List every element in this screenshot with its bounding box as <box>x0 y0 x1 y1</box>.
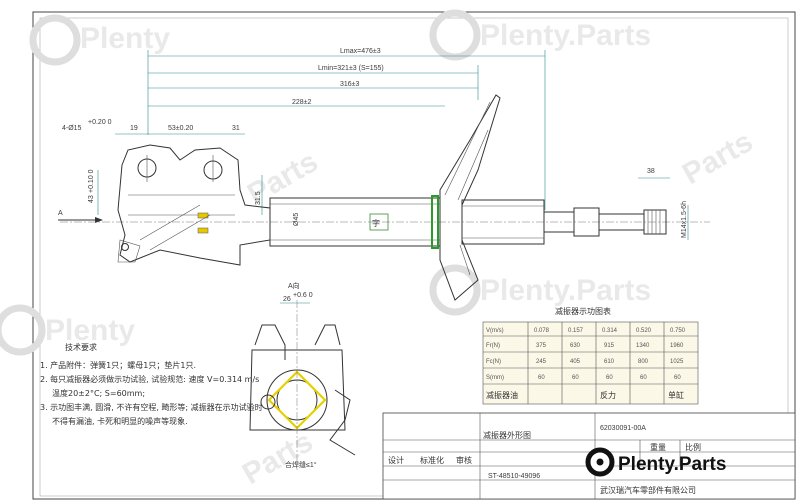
table-row-label: Fc(N) <box>486 359 501 365</box>
watermark-text: Plenty <box>80 22 170 55</box>
dim-26-tol: +0.6 0 <box>293 292 313 299</box>
table-footer-cell: 单缸 <box>668 390 684 400</box>
footer-brand: Plenty.Parts <box>585 447 726 477</box>
requirement-line: 温度20±2°C; S=60mm; <box>52 388 145 398</box>
view-a-marker: A <box>58 210 63 217</box>
dim-19: 19 <box>130 125 138 132</box>
title-block-header: 比例 <box>685 442 701 452</box>
dim-4d15-tol: +0.20 0 <box>88 119 112 126</box>
requirement-line: 3. 示功图丰满, 圆滑, 不许有空程, 畸形等; 减振器在示功试验时 <box>40 402 263 412</box>
table-row-label: Fr(N) <box>486 343 500 349</box>
requirement-line: 2. 每只减振器必须做示功试验, 试验规范: 速度 V=0.314 m/s <box>40 374 259 384</box>
dim-lmax: Lmax=476±3 <box>340 48 381 55</box>
view-a-title: A向 <box>288 281 300 290</box>
watermark-text: Plenty.Parts <box>480 274 651 307</box>
table-cell: 60 <box>572 375 579 381</box>
title-block: 减振器外形图 62030091-00A 重量 比例 设计 标准化 审核 ST-4… <box>382 412 796 500</box>
title-block-sign: 审核 <box>456 455 472 465</box>
technical-requirements: 技术要求 1. 产品附件：弹簧1只；螺母1只；垫片1只. 2. 每只减振器必须做… <box>40 342 263 426</box>
dim-228: 228±2 <box>292 99 312 106</box>
table-header-cell: 0.750 <box>670 328 686 334</box>
table-footer-cell: 反力 <box>600 390 616 400</box>
table-cell: 1960 <box>670 343 684 349</box>
dim-lmin: Lmin=321±3 (S=155) <box>318 65 384 72</box>
title-block-company: 武汉瑞汽车零部件有限公司 <box>600 485 696 495</box>
dim-4d15: 4-Ø15 <box>62 125 82 132</box>
table-cell: 405 <box>570 359 581 365</box>
title-block-sign: 标准化 <box>420 455 444 465</box>
table-cell: 1340 <box>636 343 650 349</box>
strut-body: Ø45 字 <box>60 94 710 301</box>
dim-38: 38 <box>647 168 655 175</box>
weld-note: 合焊缝≤1° <box>285 460 317 469</box>
table-cell: 630 <box>570 343 581 349</box>
title-block-sign: 设计 <box>388 455 404 465</box>
dim-31: 31 <box>232 125 240 132</box>
brand-logo-text: Plenty.Parts <box>618 454 726 475</box>
dim-43: 43 <box>88 195 95 203</box>
body-label: 字 <box>372 218 380 228</box>
dim-d45: Ø45 <box>293 213 300 226</box>
title-block-header: 重量 <box>650 442 666 452</box>
table-cell: 800 <box>638 359 649 365</box>
force-table: 减振器示功图表 V(m/s) 0.078 0.157 0.314 0.520 0… <box>482 306 699 405</box>
table-header-cell: 0.157 <box>568 328 584 334</box>
dim-43-tol: +0.10 0 <box>88 169 95 193</box>
dimension-lines: Lmax=476±3 Lmin=321±3 (S=155) 316±3 228±… <box>58 48 689 240</box>
table-cell: 60 <box>538 375 545 381</box>
watermark-text: Parts <box>237 425 318 491</box>
table-header-cell: 0.314 <box>602 328 618 334</box>
dim-thread: M14x1.5-6h <box>681 201 688 238</box>
watermark-text: Parts <box>677 125 758 191</box>
title-block-part-no: 62030091-00A <box>600 425 646 432</box>
table-cell: 245 <box>536 359 547 365</box>
table-cell: 60 <box>606 375 613 381</box>
table-header-cell: 0.078 <box>534 328 550 334</box>
title-block-ref-no: ST-48510-49096 <box>488 473 540 480</box>
force-table-title: 减振器示功图表 <box>555 306 611 316</box>
dim-316: 316±3 <box>340 81 360 88</box>
title-block-name: 减振器外形图 <box>483 430 531 440</box>
table-cell: 1025 <box>670 359 684 365</box>
table-cell: 60 <box>640 375 647 381</box>
table-cell: 375 <box>536 343 547 349</box>
requirement-line: 不得有漏油, 卡死和明显的噪声等现象. <box>52 416 188 426</box>
watermark-text: Plenty <box>45 314 135 347</box>
watermark-text: Plenty.Parts <box>480 19 651 52</box>
requirement-line: 1. 产品附件：弹簧1只；螺母1只；垫片1只. <box>40 360 196 370</box>
dim-53: 53±0.20 <box>168 125 193 132</box>
requirements-title: 技术要求 <box>65 342 97 352</box>
table-cell: 915 <box>604 343 615 349</box>
table-footer-cell: 减振器油 <box>486 390 518 400</box>
table-cell: 60 <box>674 375 681 381</box>
dim-26: 26 <box>283 296 291 303</box>
table-row-label: S(mm) <box>486 375 504 381</box>
dim-31-5: 31.5 <box>255 191 262 205</box>
table-header-cell: 0.520 <box>636 328 652 334</box>
table-cell: 610 <box>604 359 615 365</box>
view-a-detail: A向 26 +0.6 0 合焊缝≤1° <box>249 281 356 470</box>
table-row-label: V(m/s) <box>486 328 504 334</box>
